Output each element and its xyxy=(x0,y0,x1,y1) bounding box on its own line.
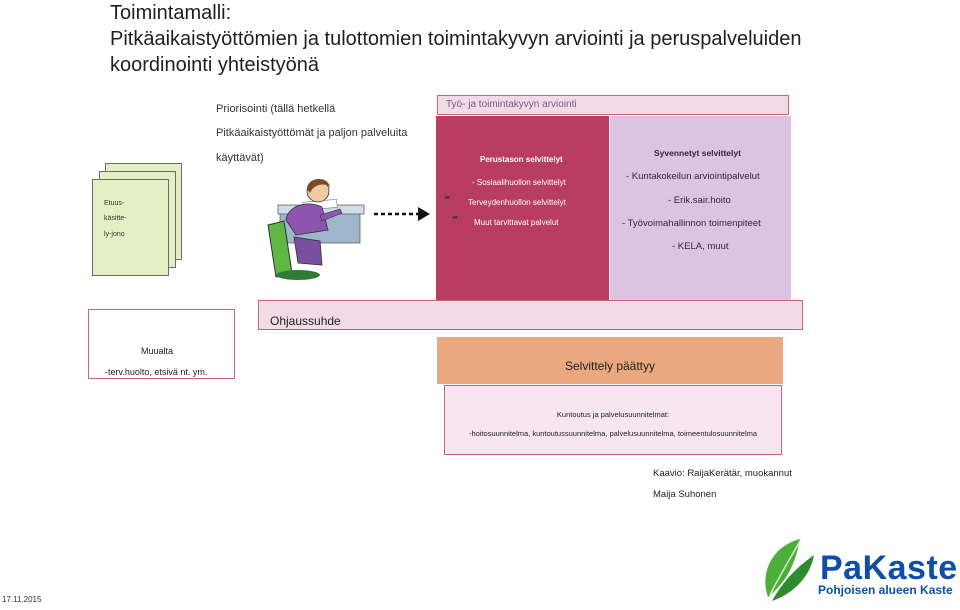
documents-line-1: Etuus- xyxy=(104,200,125,207)
credit-line-1: Kaavio: RaijaKerätär, muokannut xyxy=(653,468,792,479)
arrow-right-icon xyxy=(374,207,430,221)
deep-item-1: - Kuntakokeilun arviointipalvelut xyxy=(626,171,760,182)
clipart-woman-writing xyxy=(267,178,365,280)
deep-item-2: - Erik.sair.hoito xyxy=(668,195,731,206)
ohjaussuhde-bar xyxy=(258,300,803,330)
deep-assessment-box: Syvennetyt selvittelyt - Kuntakokeilun a… xyxy=(610,116,791,302)
deep-item-4: - KELA, muut xyxy=(672,241,729,252)
basic-heading: Perustason selvittelyt xyxy=(480,155,563,164)
kuntoutus-line-2: -hoitosuunnitelma, kuntoutussuunnitelma,… xyxy=(468,429,758,438)
basic-item-1: - Sosiaalihuollon selvittelyt xyxy=(472,178,566,187)
priority-line-2: Pitkäaikaistyöttömät ja paljon palveluit… xyxy=(216,127,408,139)
muualta-line-2: -terv.huolto, etsivä nt. ym. xyxy=(105,367,208,377)
dash-marker-1: - xyxy=(444,186,450,206)
basic-item-2: Terveydenhuollon selvittelyt xyxy=(468,198,566,207)
documents-line-3: ly-jono xyxy=(104,231,125,238)
title-line-3: koordinointi yhteistyönä xyxy=(110,54,320,76)
credit-line-2: Maija Suhonen xyxy=(653,489,717,500)
title-line-2: Pitkäaikaistyöttömien ja tulottomien toi… xyxy=(110,28,802,50)
document-stack-icon xyxy=(0,0,200,300)
deep-item-3: - Työvoimahallinnon toimenpiteet xyxy=(622,218,761,229)
basic-item-3: Muut tarvittavat palvelut xyxy=(474,218,559,227)
assessment-band-label: Työ- ja toimintakyvyn arviointi xyxy=(446,99,577,110)
dash-marker-2: - xyxy=(452,206,458,226)
title-line-1: Toimintamalli: xyxy=(110,2,232,24)
ohjaussuhde-label: Ohjaussuhde xyxy=(270,314,341,328)
priority-line-1: Priorisointi (tällä hetkellä xyxy=(216,103,336,115)
pakaste-leaf-logo xyxy=(765,539,814,601)
priority-line-3: käyttävät) xyxy=(216,152,264,164)
muualta-line-1: Muualta xyxy=(141,346,174,356)
assessment-band: Työ- ja toimintakyvyn arviointi xyxy=(437,95,789,115)
page-title: Toimintamalli: Pitkäaikaistyöttömien ja … xyxy=(110,0,801,78)
deep-heading: Syvennetyt selvittelyt xyxy=(654,148,741,158)
logo-name: PaKaste xyxy=(820,549,958,587)
kuntoutus-line-1: Kuntoutus ja palvelusuunnitelmat: xyxy=(556,410,670,419)
basic-assessment-box: Perustason selvittelyt - Sosiaalihuollon… xyxy=(436,116,609,302)
selvittely-paattyy-box: Selvittely päättyy xyxy=(437,337,783,384)
logo-subtitle: Pohjoisen alueen Kaste xyxy=(818,583,953,597)
selvittely-paattyy-label: Selvittely päättyy xyxy=(564,359,656,373)
documents-line-2: käsitte- xyxy=(104,215,127,222)
kuntoutus-box: Kuntoutus ja palvelusuunnitelmat: -hoito… xyxy=(444,385,782,455)
date-label: 17.11.2015 xyxy=(2,595,42,604)
muualta-box: Muualta -terv.huolto, etsivä nt. ym. xyxy=(88,309,235,379)
